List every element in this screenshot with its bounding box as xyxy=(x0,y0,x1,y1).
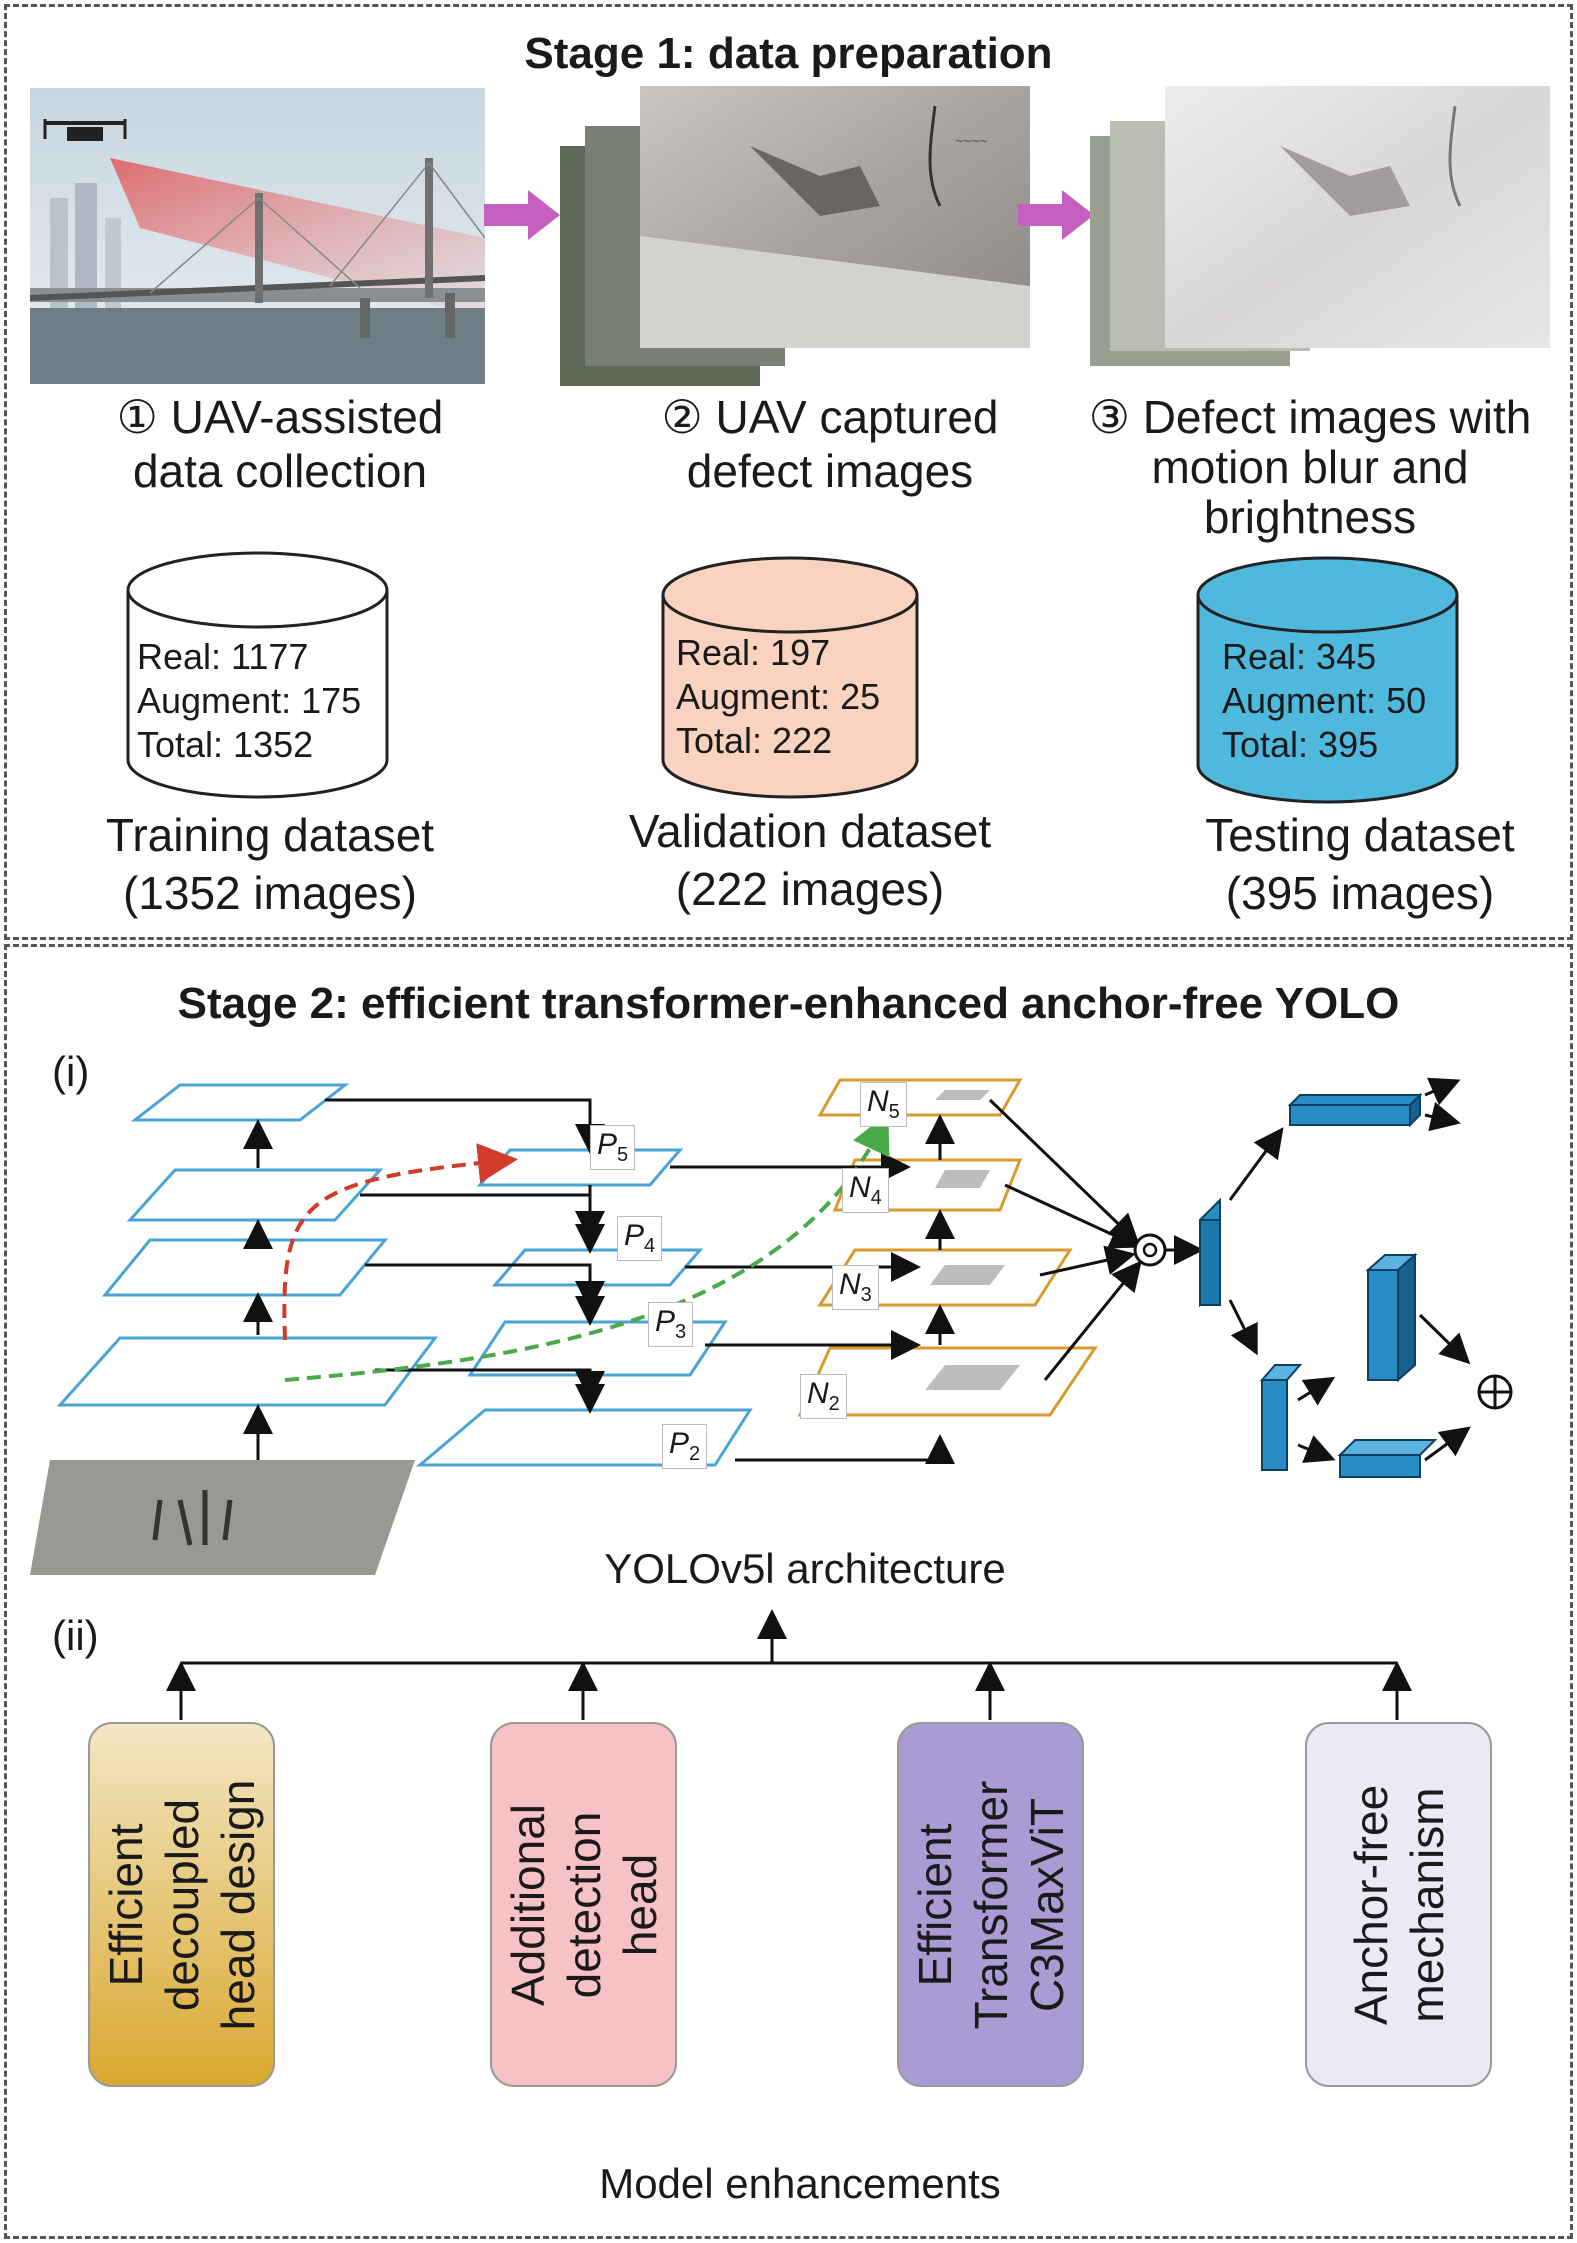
enh1-line2: decoupled xyxy=(155,1798,208,2011)
enhancement-additional-head: Additional detection head xyxy=(490,1722,677,2087)
testing-caption-2: (395 images) xyxy=(1225,867,1495,919)
validation-caption-2: (222 images) xyxy=(675,863,945,915)
enhancements-caption: Model enhancements xyxy=(599,2160,1001,2207)
training-real: Real: 1177 xyxy=(137,636,309,677)
svg-text:~~~~: ~~~~ xyxy=(955,133,988,149)
stage1-title: Stage 1: data preparation xyxy=(524,29,1053,78)
defect-images-stack: ~~~~ xyxy=(560,86,1030,386)
stage2-panel: Stage 2: efficient transformer-enhanced … xyxy=(4,944,1573,2239)
validation-total: Total: 222 xyxy=(676,720,833,761)
training-total: Total: 1352 xyxy=(137,724,314,765)
n2-label: N2 xyxy=(800,1374,847,1419)
testing-caption-1: Testing dataset xyxy=(1205,809,1515,861)
validation-real: Real: 197 xyxy=(676,632,831,673)
validation-caption-1: Validation dataset xyxy=(628,805,992,857)
enhancement-c3maxvit: Efficient Transformer C3MaxViT xyxy=(897,1722,1084,2087)
p2-label: P2 xyxy=(662,1424,708,1469)
n4-label: N4 xyxy=(842,1168,889,1213)
enhancement-anchor-free: Anchor-free mechanism xyxy=(1305,1722,1492,2087)
enh3-line3: C3MaxViT xyxy=(1020,1797,1073,2012)
enh2-line1: Additional xyxy=(501,1803,554,2006)
validation-cylinder xyxy=(661,556,919,799)
testing-cylinder xyxy=(1196,556,1459,804)
enh4-line1: Anchor-free xyxy=(1344,1784,1397,2025)
enh1-line3: head design xyxy=(211,1779,264,2030)
testing-total: Total: 395 xyxy=(1222,724,1379,765)
blurred-defect-images xyxy=(1090,86,1550,366)
enh4-line2: mechanism xyxy=(1400,1786,1453,2023)
n3-label: N3 xyxy=(832,1265,879,1310)
step3-label: ③ Defect images with motion blur and bri… xyxy=(1088,391,1532,543)
part-ii-label: (ii) xyxy=(52,1612,99,1659)
enh2-line2: detection xyxy=(557,1811,610,1998)
training-cylinder xyxy=(126,551,389,799)
validation-augment: Augment: 25 xyxy=(676,676,881,717)
part-i-label: (i) xyxy=(52,1048,90,1095)
training-caption-1: Training dataset xyxy=(105,809,435,861)
yolo-architecture-diagram xyxy=(30,1077,1513,1575)
p4-label: P4 xyxy=(617,1216,663,1261)
architecture-caption: YOLOv5l architecture xyxy=(604,1545,1006,1592)
enh1-line1: Efficient xyxy=(99,1823,152,1986)
stage1-arrow-2 xyxy=(1018,190,1094,240)
step1-label: ① UAV-assisted data collection xyxy=(116,391,444,497)
stage2-title: Stage 2: efficient transformer-enhanced … xyxy=(177,979,1400,1028)
enhancement-decoupled-head: Efficient decoupled head design xyxy=(88,1722,275,2087)
training-caption-2: (1352 images) xyxy=(122,867,418,919)
enh3-line1: Efficient xyxy=(908,1823,961,1986)
p5-label: P5 xyxy=(590,1125,636,1170)
stage1-arrow-1 xyxy=(484,190,560,240)
step2-label: ② UAV captured defect images xyxy=(661,391,999,497)
testing-real: Real: 345 xyxy=(1222,636,1377,677)
enh2-line3: head xyxy=(613,1853,666,1956)
n5-label: N5 xyxy=(860,1082,907,1127)
enhancement-connectors xyxy=(166,1609,1412,1720)
testing-augment: Augment: 50 xyxy=(1222,680,1427,721)
p3-label: P3 xyxy=(648,1302,694,1347)
enh3-line2: Transformer xyxy=(964,1780,1017,2029)
uav-bridge-image xyxy=(30,88,485,384)
training-augment: Augment: 175 xyxy=(137,680,362,721)
stage1-panel: Stage 1: data preparation xyxy=(4,4,1573,940)
